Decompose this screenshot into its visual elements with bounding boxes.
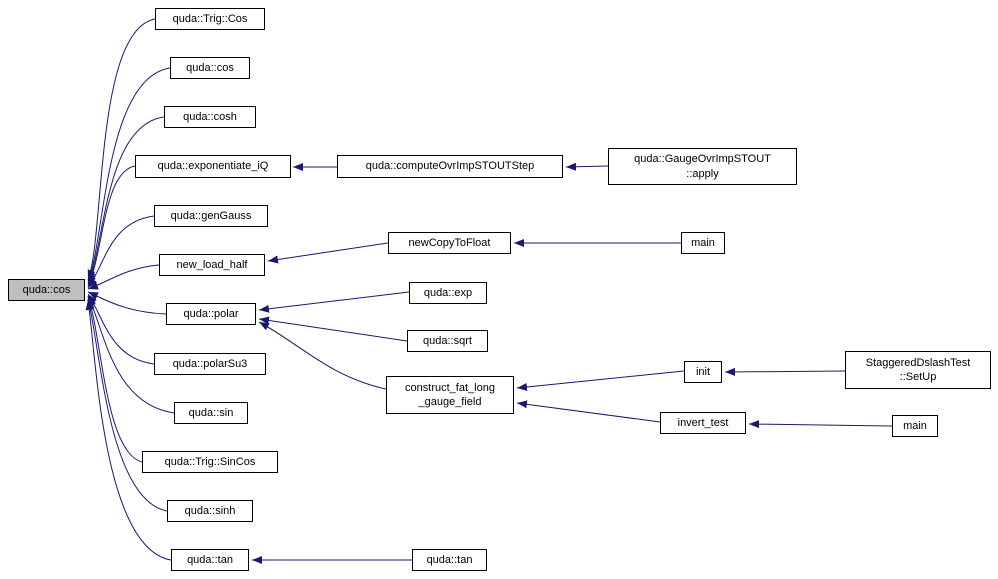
node-quda-polarsu3[interactable]: quda::polarSu3 [154,353,266,375]
edge-trig-sincos-to-quda-cos [87,296,143,463]
edge-polar-to-quda-cos [87,291,167,315]
edge-init-to-construct-fat-long [516,370,685,391]
node-main-invert[interactable]: main [892,415,938,437]
edge-trig-cos-to-quda-cos [87,18,156,281]
edge-gauge-apply-to-compute-ovr [565,162,609,171]
node-quda-sinh[interactable]: quda::sinh [167,500,253,522]
node-quda-gauge-ovr-imp-stout-apply[interactable]: quda::GaugeOvrImpSTOUT ::apply [608,148,797,185]
node-quda-cos[interactable]: quda::cos [8,279,85,301]
node-quda-tan[interactable]: quda::tan [171,549,249,571]
node-construct-fat-long-gauge-field[interactable]: construct_fat_long _gauge_field [386,376,514,414]
node-quda-cosh[interactable]: quda::cosh [164,106,256,128]
edge-cosh-to-quda-cos [87,116,165,285]
node-quda-exponentiate-iq[interactable]: quda::exponentiate_iQ [135,155,291,178]
node-staggered-dslash-test-setup[interactable]: StaggeredDslashTest ::SetUp [845,351,991,389]
edge-invert-test-to-construct-fat-long [516,400,661,423]
edge-gengauss-to-quda-cos [87,215,155,289]
edge-tan-to-quda-cos [85,299,172,561]
edge-cos2-to-quda-cos [87,67,171,283]
node-newcopytofloat[interactable]: newCopyToFloat [388,232,511,254]
node-new-load-half[interactable]: new_load_half [159,254,265,276]
edge-main2-to-invert-test [748,420,893,429]
edge-exp-to-polar [258,291,410,313]
node-quda-cos-caller[interactable]: quda::cos [170,57,250,79]
node-quda-gengauss[interactable]: quda::genGauss [154,205,268,227]
node-quda-exp[interactable]: quda::exp [409,282,487,304]
edge-newcopytofloat-to-new-load-half [267,242,389,264]
node-quda-sin[interactable]: quda::sin [174,402,248,424]
edge-construct-fat-long-to-polar [258,321,387,390]
node-quda-trig-cos[interactable]: quda::Trig::Cos [155,8,265,30]
node-quda-sqrt[interactable]: quda::sqrt [407,330,488,352]
node-quda-polar[interactable]: quda::polar [166,303,256,325]
edge-sinh-to-quda-cos [86,298,168,512]
edge-setup-to-init [724,367,846,376]
node-quda-compute-ovr-imp-stout-step[interactable]: quda::computeOvrImpSTOUTStep [337,155,563,178]
edge-exponentiate-iq-to-quda-cos [87,165,136,287]
edge-new-load-half-to-quda-cos [87,264,160,290]
node-quda-trig-sincos[interactable]: quda::Trig::SinCos [142,451,278,473]
node-main-newcopy[interactable]: main [681,232,725,254]
node-invert-test[interactable]: invert_test [660,412,746,434]
edge-sqrt-to-polar [258,316,408,342]
node-init[interactable]: init [684,361,722,383]
node-quda-tan-caller[interactable]: quda::tan [412,549,487,571]
